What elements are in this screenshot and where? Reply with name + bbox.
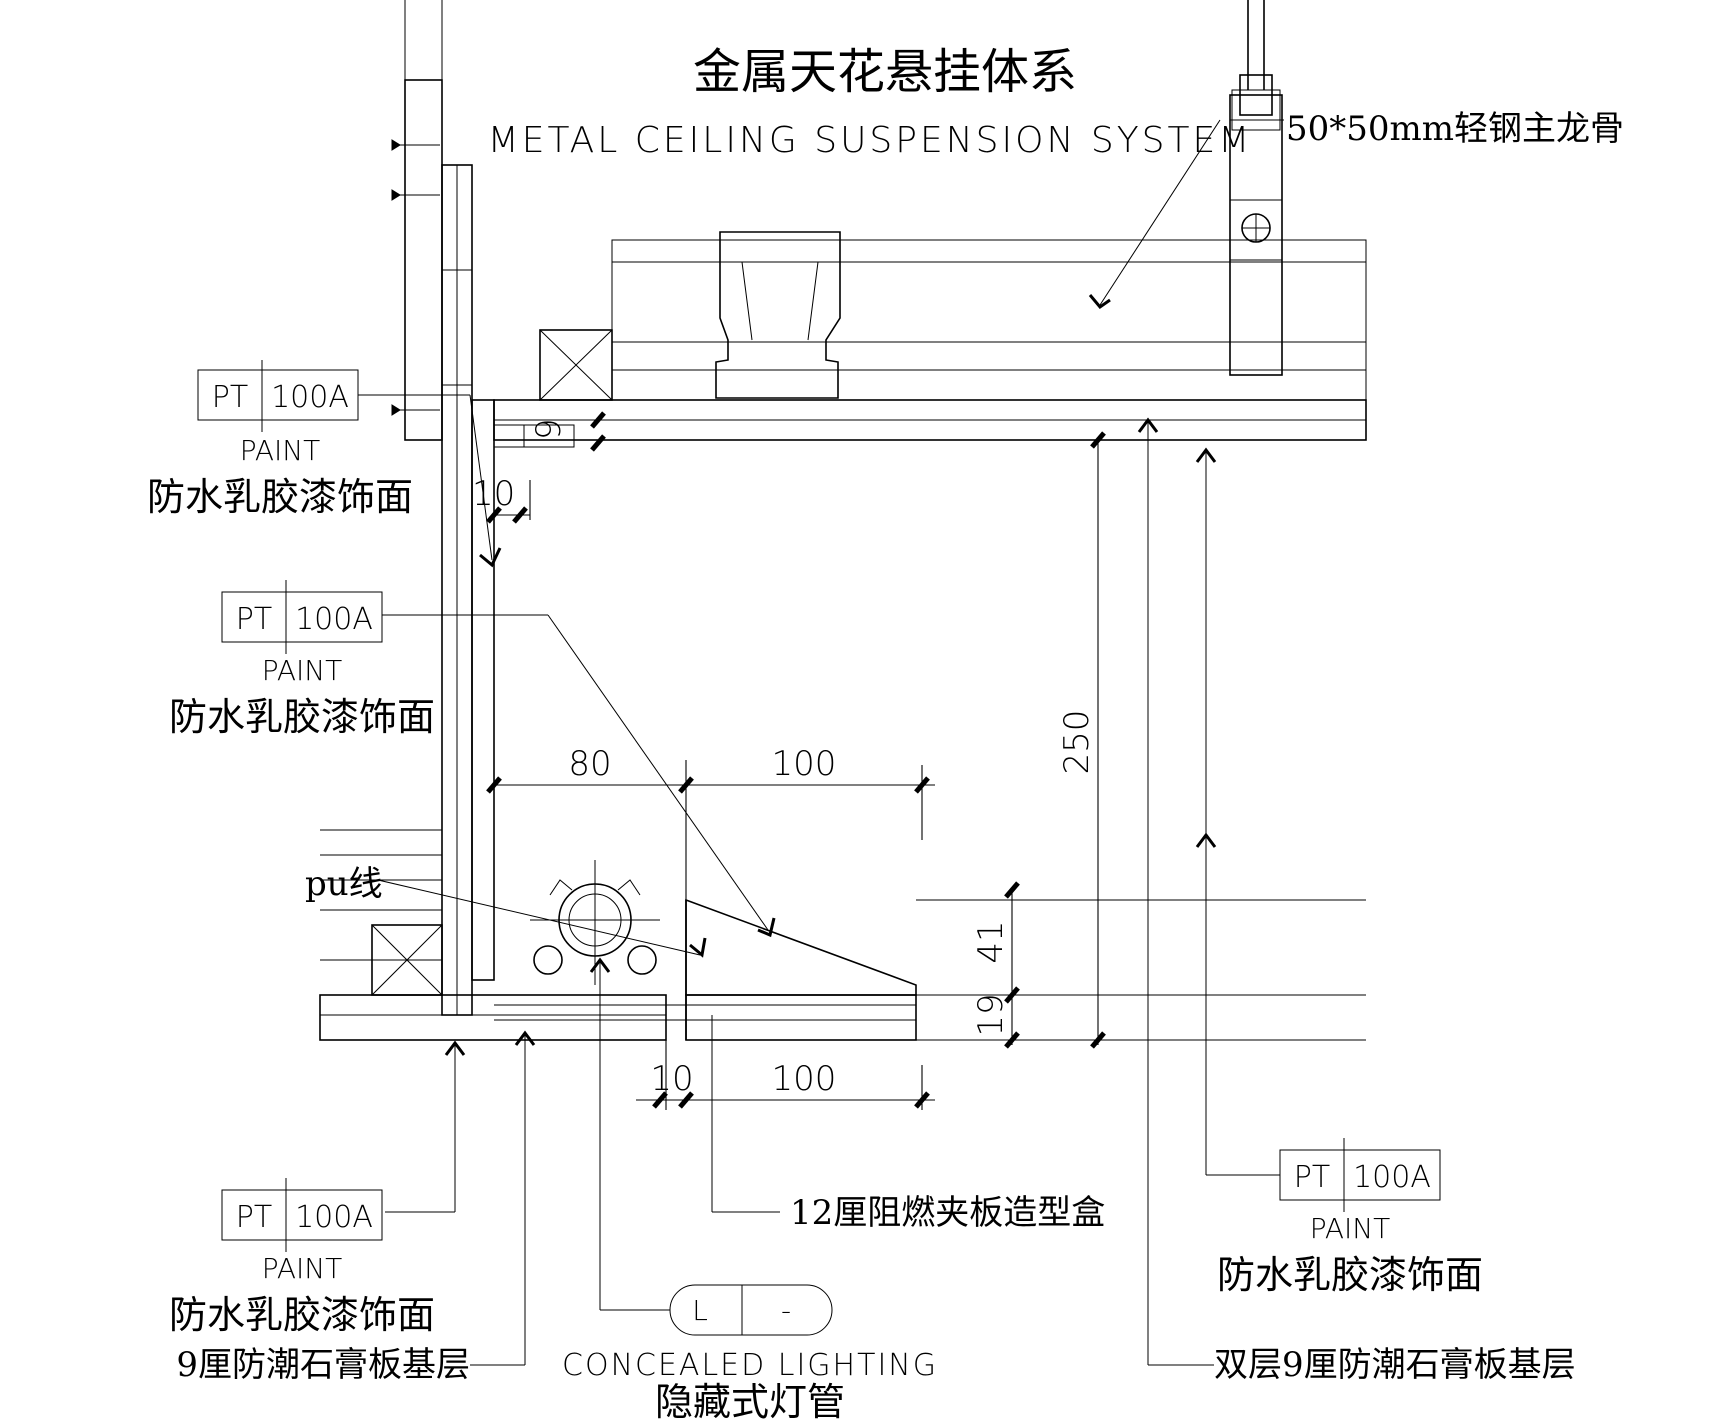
tag-sub: PAINT (262, 654, 343, 687)
dimension-ticks (486, 411, 1106, 1109)
leader-lines (358, 119, 1284, 1366)
tag-desc: 防水乳胶漆饰面 (1217, 1253, 1483, 1297)
pu-line-profile (320, 829, 443, 996)
dim-10-bottom: 10 (650, 1059, 693, 1099)
bottom-ceiling-board (319, 899, 1366, 1041)
pu-line-label: pu线 (305, 864, 383, 904)
wall-timber-stud (391, 0, 443, 441)
tag-desc: 防水乳胶漆饰面 (147, 475, 413, 519)
dim-10-top: 10 (472, 474, 515, 514)
tag-code: PT (236, 1200, 272, 1235)
main-runner-label: 50*50mm轻钢主龙骨 (1286, 109, 1624, 149)
dim-80: 80 (568, 744, 611, 784)
paint-tag-1: PT 100A PAINT 防水乳胶漆饰面 (147, 360, 413, 519)
runner-channel (539, 239, 1367, 401)
tag-desc: 防水乳胶漆饰面 (169, 695, 435, 739)
top-ceiling-board (493, 399, 1367, 448)
runner-clip (715, 231, 841, 399)
tag-code: PT (212, 380, 248, 415)
title-cn: 金属天花悬挂体系 (693, 44, 1077, 100)
wall-gypsum-layers (441, 164, 495, 1016)
tag-ref: 100A (1353, 1160, 1431, 1195)
dim-250: 250 (1057, 710, 1097, 775)
gypsum-single-label: 9厘防潮石膏板基层 (176, 1345, 470, 1385)
paint-tag-2: PT 100A PAINT 防水乳胶漆饰面 (169, 580, 435, 739)
plywood-shaped-box (685, 898, 917, 1040)
gypsum-double-label: 双层9厘防潮石膏板基层 (1214, 1345, 1576, 1385)
tag-code: PT (1294, 1160, 1330, 1195)
tag-ref: 100A (295, 1200, 373, 1235)
tag-sub: PAINT (240, 434, 321, 467)
concealed-lighting-cn: 隐藏式灯管 (655, 1380, 845, 1422)
light-tag-left: L (692, 1294, 708, 1327)
dim-41: 41 (971, 920, 1011, 963)
tag-code: PT (236, 602, 272, 637)
dim-19: 19 (971, 993, 1011, 1036)
light-tag-right: - (781, 1294, 791, 1327)
dim-100-bottom: 100 (772, 1059, 837, 1099)
concealed-lighting-en: CONCEALED LIGHTING (562, 1348, 938, 1383)
dim-9: 9 (529, 418, 569, 440)
plywood-box-label: 12厘阻燃夹板造型盒 (790, 1193, 1105, 1233)
tag-ref: 100A (295, 602, 373, 637)
title-en: METAL CEILING SUSPENSION SYSTEM (488, 120, 1253, 161)
concealed-light-tag: L - (669, 1284, 833, 1336)
tag-ref: 100A (271, 380, 349, 415)
tag-sub: PAINT (262, 1252, 343, 1285)
tag-desc: 防水乳胶漆饰面 (169, 1293, 435, 1337)
paint-tag-3: PT 100A PAINT 防水乳胶漆饰面 (169, 1178, 435, 1337)
dim-100-top: 100 (772, 744, 837, 784)
tag-sub: PAINT (1310, 1212, 1391, 1245)
main-runner-hanger (1229, 0, 1283, 376)
paint-tag-4: PT 100A PAINT 防水乳胶漆饰面 (1217, 1138, 1483, 1297)
